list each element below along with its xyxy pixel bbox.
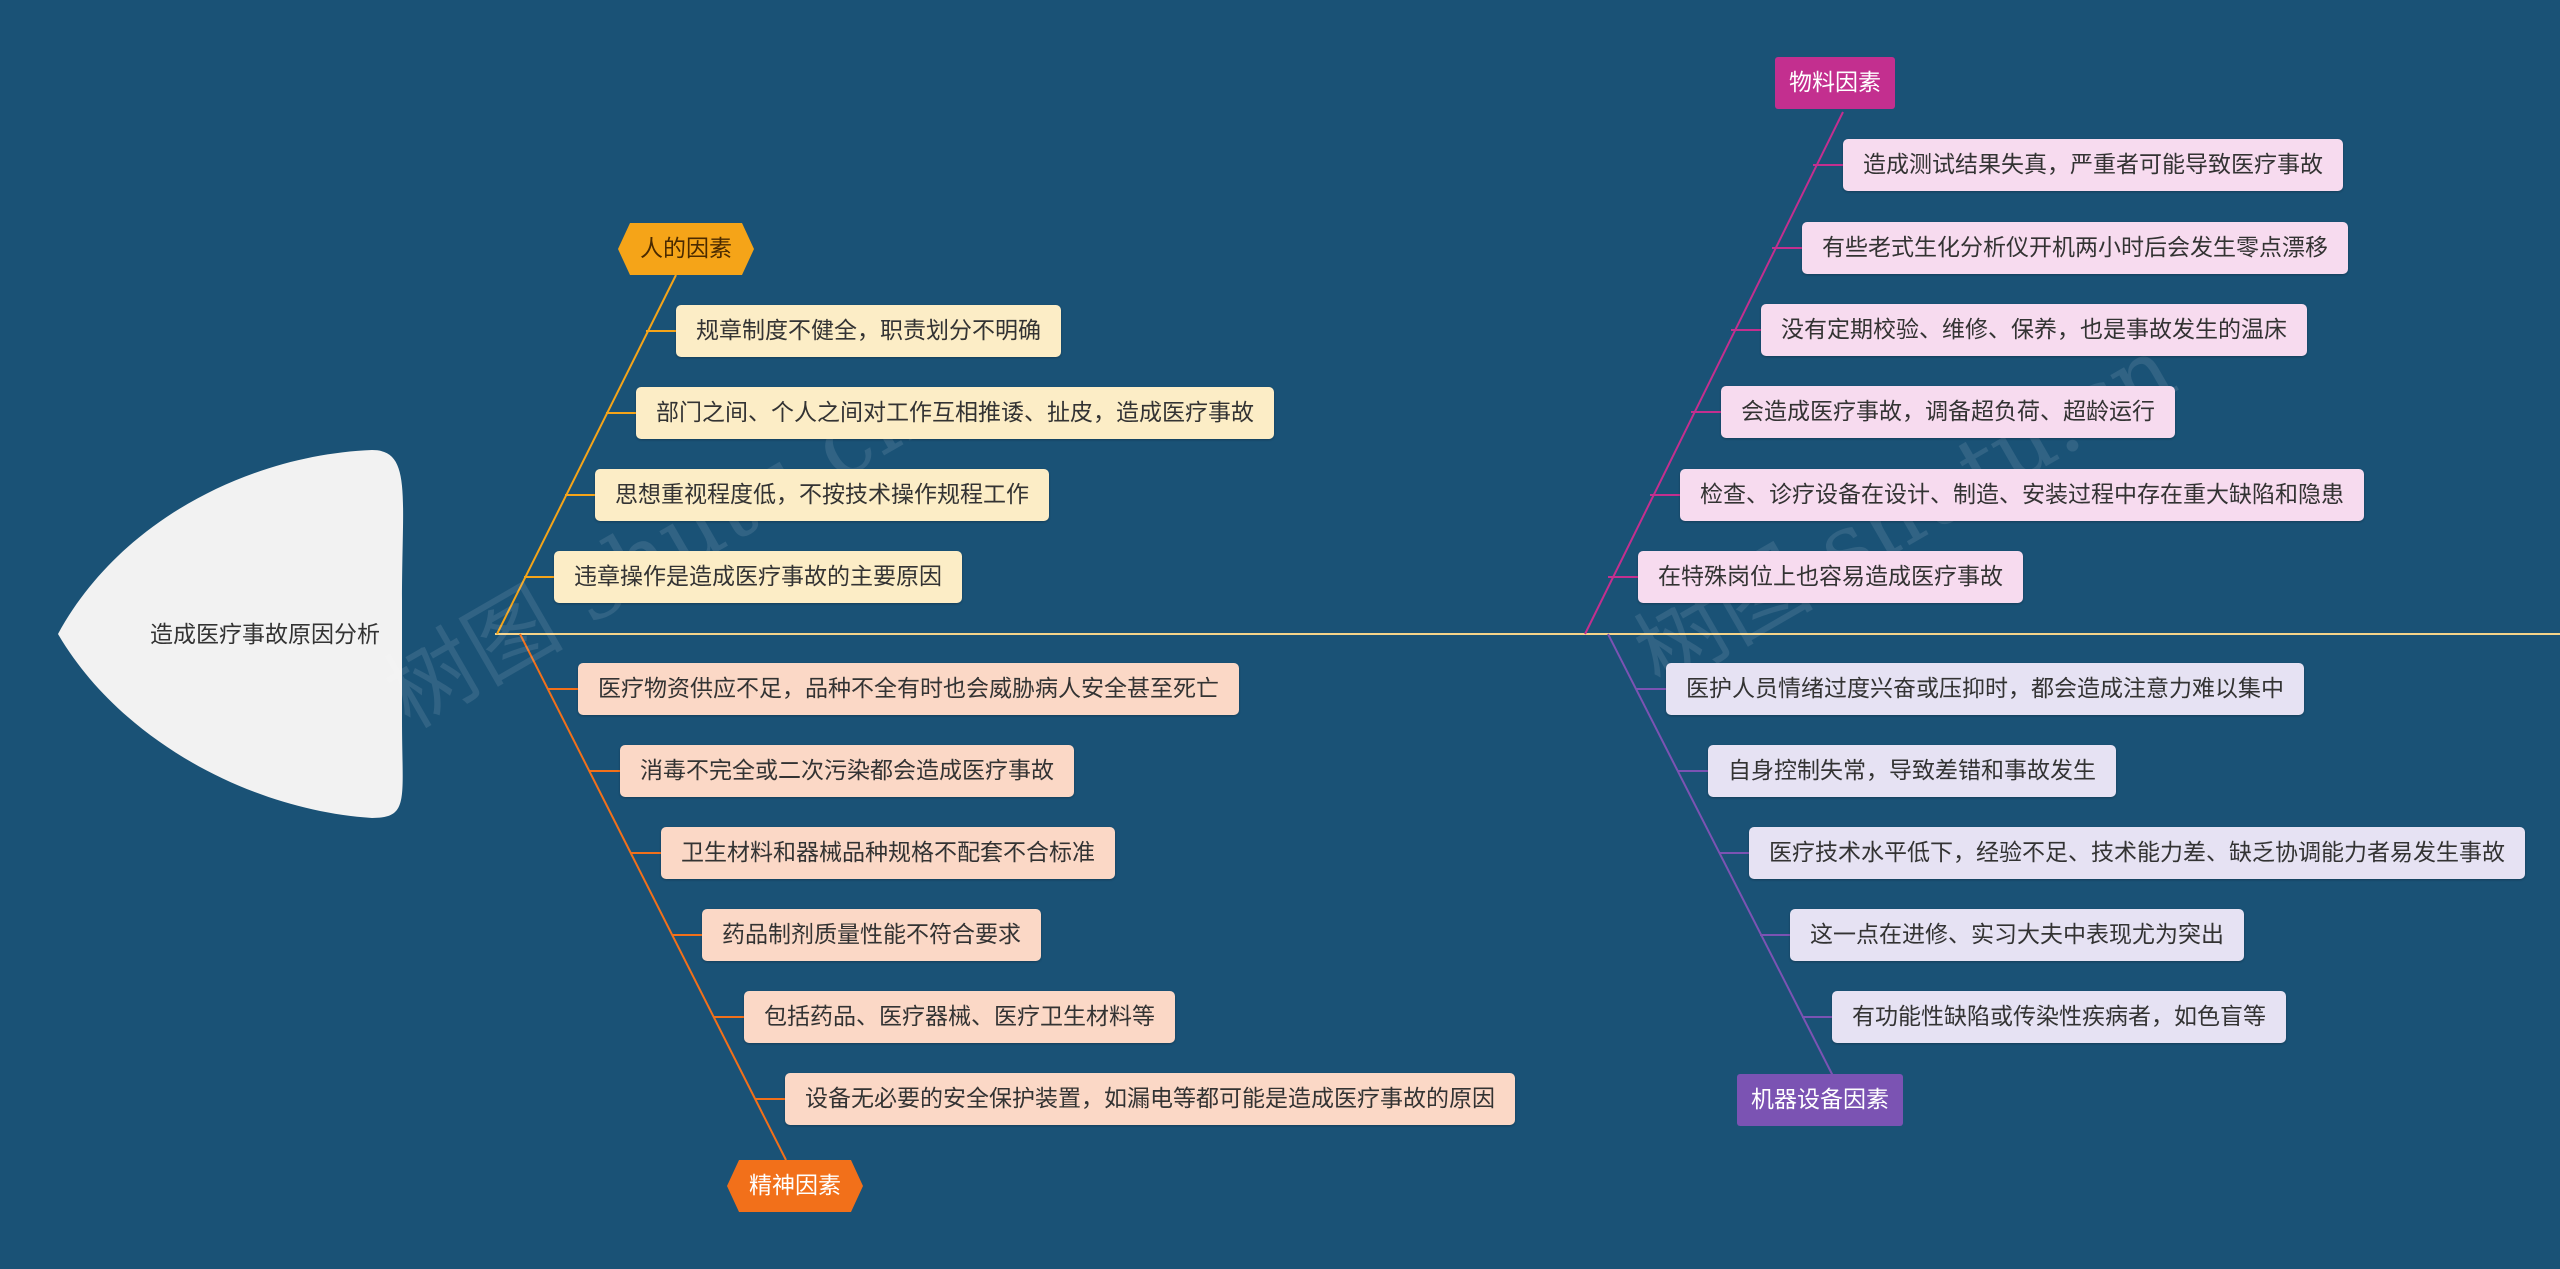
spirit-branch-lines [519,633,787,1161]
spirit-item-3[interactable]: 卫生材料和器械品种规格不配套不合标准 [661,827,1115,879]
material-item-4[interactable]: 会造成医疗事故，调备超负荷、超龄运行 [1721,386,2175,438]
material-item-1[interactable]: 造成测试结果失真，严重者可能导致医疗事故 [1843,139,2343,191]
category-machine[interactable]: 机器设备因素 [1737,1074,1903,1126]
material-branch-lines [1584,111,1844,635]
machine-branch-lines [1607,633,1834,1077]
machine-item-2[interactable]: 自身控制失常，导致差错和事故发生 [1708,745,2116,797]
spirit-item-5[interactable]: 包括药品、医疗器械、医疗卫生材料等 [744,991,1175,1043]
machine-item-4[interactable]: 这一点在进修、实习大夫中表现尤为突出 [1790,909,2244,961]
category-spirit[interactable]: 精神因素 [727,1160,863,1212]
machine-item-1[interactable]: 医护人员情绪过度兴奋或压抑时，都会造成注意力难以集中 [1666,663,2304,715]
category-material[interactable]: 物料因素 [1775,57,1895,109]
material-item-6[interactable]: 在特殊岗位上也容易造成医疗事故 [1638,551,2023,603]
spirit-item-1[interactable]: 医疗物资供应不足，品种不全有时也会威胁病人安全甚至死亡 [578,663,1239,715]
human-item-1[interactable]: 规章制度不健全，职责划分不明确 [676,305,1061,357]
material-item-2[interactable]: 有些老式生化分析仪开机两小时后会发生零点漂移 [1802,222,2348,274]
spirit-item-6[interactable]: 设备无必要的安全保护装置，如漏电等都可能是造成医疗事故的原因 [785,1073,1515,1125]
material-item-5[interactable]: 检查、诊疗设备在设计、制造、安装过程中存在重大缺陷和隐患 [1680,469,2364,521]
human-item-2[interactable]: 部门之间、个人之间对工作互相推诿、扯皮，造成医疗事故 [636,387,1274,439]
spirit-item-2[interactable]: 消毒不完全或二次污染都会造成医疗事故 [620,745,1074,797]
fish-head-shape [58,450,404,818]
material-item-3[interactable]: 没有定期校验、维修、保养，也是事故发生的温床 [1761,304,2307,356]
human-item-3[interactable]: 思想重视程度低，不按技术操作规程工作 [595,469,1049,521]
machine-item-3[interactable]: 医疗技术水平低下，经验不足、技术能力差、缺乏协调能力者易发生事故 [1749,827,2525,879]
spirit-item-4[interactable]: 药品制剂质量性能不符合要求 [702,909,1041,961]
category-human[interactable]: 人的因素 [618,223,754,275]
diagram-title: 造成医疗事故原因分析 [150,622,380,648]
human-branch-lines [496,274,677,635]
machine-item-5[interactable]: 有功能性缺陷或传染性疾病者，如色盲等 [1832,991,2286,1043]
human-item-4[interactable]: 违章操作是造成医疗事故的主要原因 [554,551,962,603]
